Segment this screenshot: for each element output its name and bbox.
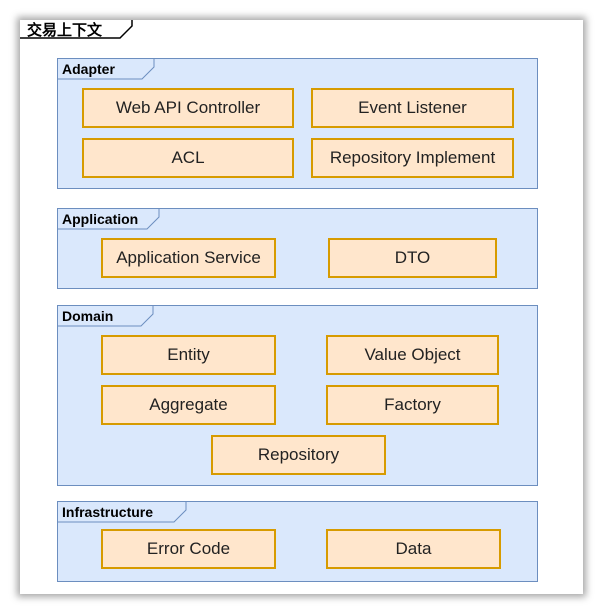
package-application-label: Application (62, 211, 139, 227)
component-value-object: Value Object (326, 335, 499, 375)
component-event-listener: Event Listener (311, 88, 514, 128)
package-adapter: Adapter Web API Controller Event Listene… (57, 58, 538, 189)
context-title: 交易上下文 (27, 21, 103, 39)
frame-tab-shape (20, 20, 133, 39)
component-factory: Factory (326, 385, 499, 425)
component-application-service: Application Service (101, 238, 276, 278)
package-domain: Domain Entity Value Object Aggregate Fac… (57, 305, 538, 486)
package-adapter-label: Adapter (62, 61, 115, 77)
package-application: Application Application Service DTO (57, 208, 538, 289)
component-dto: DTO (328, 238, 497, 278)
component-error-code: Error Code (101, 529, 276, 569)
component-web-api-controller: Web API Controller (82, 88, 294, 128)
diagram-canvas: 交易上下文 Adapter Web API Controller Event L… (20, 20, 583, 594)
component-data: Data (326, 529, 501, 569)
component-repository-implement: Repository Implement (311, 138, 514, 178)
package-domain-label: Domain (62, 308, 114, 324)
package-infrastructure-label: Infrastructure (62, 504, 154, 520)
component-acl: ACL (82, 138, 294, 178)
component-aggregate: Aggregate (101, 385, 276, 425)
component-repository: Repository (211, 435, 386, 475)
component-entity: Entity (101, 335, 276, 375)
package-infrastructure: Infrastructure Error Code Data (57, 501, 538, 582)
